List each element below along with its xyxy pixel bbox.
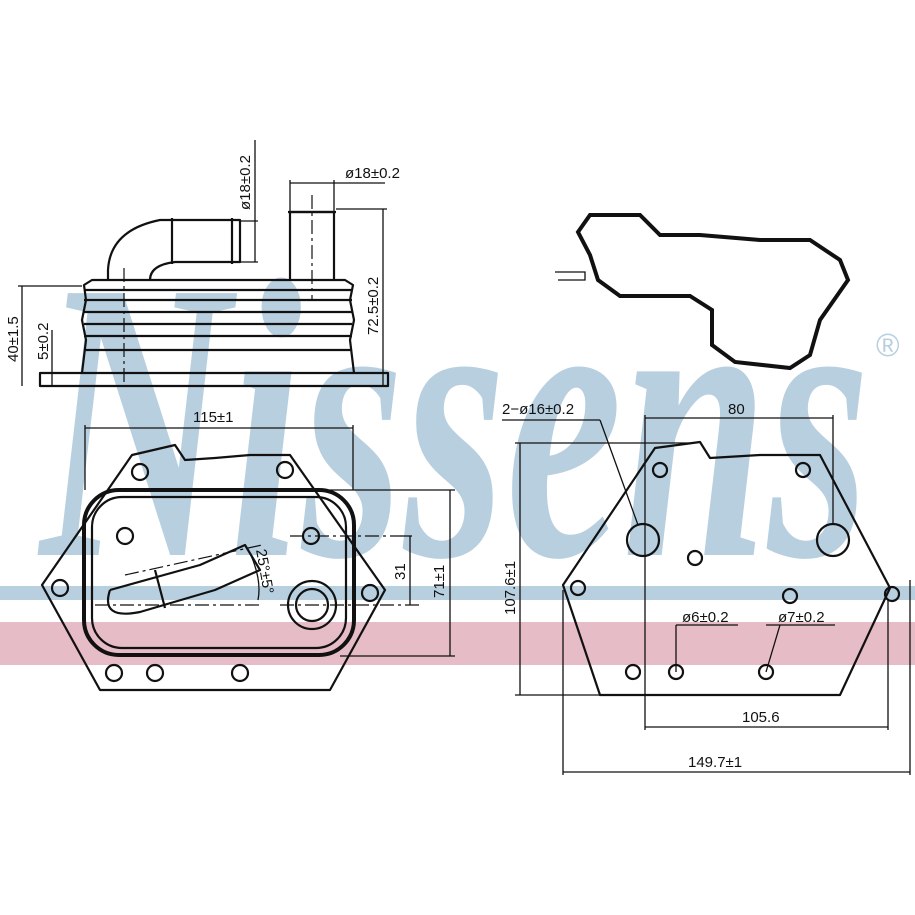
- watermark-pink-band: [0, 622, 915, 665]
- overall-width-label: 149.7±1: [688, 754, 742, 771]
- pipe2-diameter-label: ø18±0.2: [345, 165, 400, 182]
- mount-height-label: 107.6±1: [502, 561, 519, 615]
- gasket-tab: [555, 271, 586, 281]
- hole-spacing-label: 80: [728, 401, 745, 418]
- brand-watermark: Nissens ®: [0, 199, 915, 665]
- front-width-label: 115±1: [193, 409, 234, 426]
- base-thickness-label: 5±0.2: [35, 323, 52, 360]
- port-spacing-label: 31: [392, 563, 409, 580]
- body-height-label: 40±1.5: [5, 316, 22, 362]
- watermark-blue-stripe: [0, 586, 915, 600]
- gasket-outline: [575, 213, 851, 371]
- large-holes-label: 2−ø16±0.2: [502, 401, 574, 418]
- small-hole-2-label: ø7±0.2: [778, 609, 825, 626]
- side-view: ø18±0.2 ø18±0.2 72.5±0.2 40±1.5 5±0.2: [5, 140, 400, 388]
- small-hole-1-label: ø6±0.2: [682, 609, 729, 626]
- pipe1-diameter-label: ø18±0.2: [237, 155, 254, 210]
- mounting-view: 2−ø16±0.2 80 107.6±1 ø6±0.2 ø7±0.2 105.6…: [502, 401, 911, 775]
- watermark-logo-text: Nissens: [36, 199, 870, 642]
- front-view: 115±1 71±1 31 25°±5°: [40, 409, 455, 692]
- registered-mark: ®: [876, 327, 900, 363]
- bolt-holes: [569, 461, 901, 681]
- mounting-holes: [50, 460, 380, 683]
- front-height-label: 71±1: [431, 565, 448, 598]
- height-total-label: 72.5±0.2: [365, 277, 382, 335]
- inner-width-label: 105.6: [742, 709, 780, 726]
